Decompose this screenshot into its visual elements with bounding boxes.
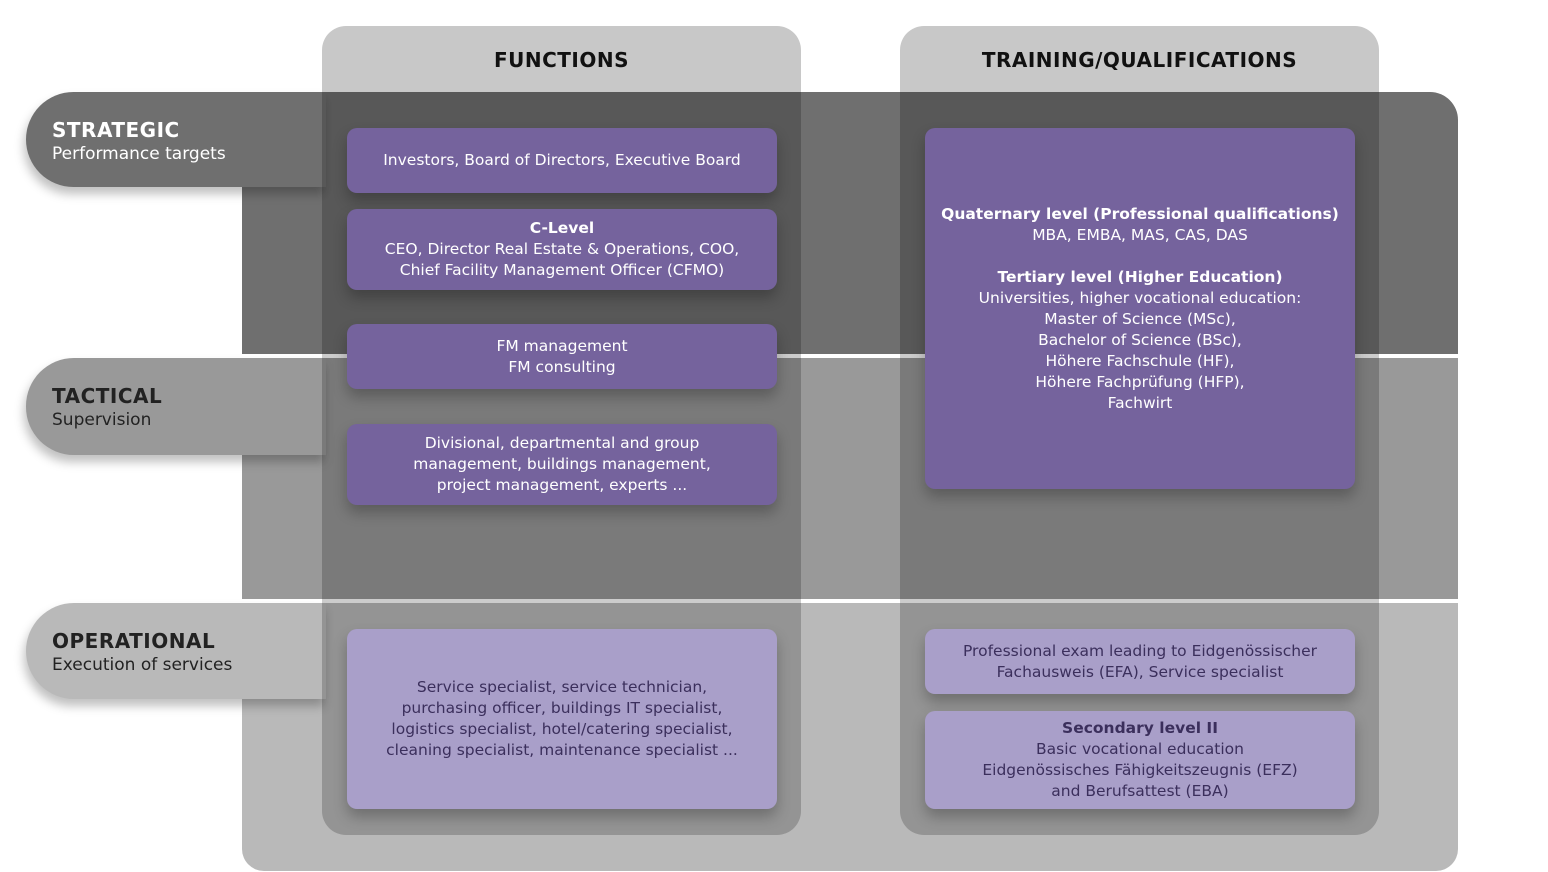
function-box-divisional: Divisional, departmental and group manag… <box>347 424 777 505</box>
level-title: STRATEGIC <box>52 118 180 142</box>
band-separator <box>242 599 1458 603</box>
level-title: OPERATIONAL <box>52 629 216 653</box>
functions-column-title: FUNCTIONS <box>493 48 630 72</box>
function-box-investors: Investors, Board of Directors, Executive… <box>347 128 777 193</box>
band-separator <box>242 354 1458 358</box>
training-box-professional-exam: Professional exam leading to Eidgenössis… <box>925 629 1355 694</box>
level-subtitle: Supervision <box>52 410 152 430</box>
box-text: Basic vocational education <box>1036 740 1244 758</box>
box-text: Eidgenössisches Fähigkeitszeugnis (EFZ) <box>982 761 1298 779</box>
level-title: TACTICAL <box>52 384 163 408</box>
box-text: project management, experts ... <box>436 476 688 494</box>
level-subtitle: Execution of services <box>52 655 233 675</box>
level-tab-tactical: TACTICAL Supervision <box>26 358 326 455</box>
box-text: FM consulting <box>508 357 616 376</box>
training-column-header: TRAINING/QUALIFICATIONS <box>900 26 1379 92</box>
box-text: management, buildings management, <box>413 455 711 473</box>
box-text: Master of Science (MSc), <box>1044 309 1236 328</box>
level-subtitle: Performance targets <box>52 144 226 164</box>
level-tab-operational: OPERATIONAL Execution of services <box>26 603 326 699</box>
box-text: Universities, higher vocational educatio… <box>978 288 1302 307</box>
function-box-clevel: C-Level CEO, Director Real Estate & Oper… <box>347 209 777 290</box>
box-text: MBA, EMBA, MAS, CAS, DAS <box>1032 225 1248 244</box>
box-title: Secondary level II <box>1062 719 1218 737</box>
box-text: Fachwirt <box>1107 393 1173 412</box>
box-text: Höhere Fachprüfung (HFP), <box>1035 372 1245 391</box>
box-text: and Berufsattest (EBA) <box>1051 782 1229 800</box>
function-box-fm: FM management FM consulting <box>347 324 777 389</box>
box-text: cleaning specialist, maintenance special… <box>386 741 738 759</box>
function-box-operational: Service specialist, service technician, … <box>347 629 777 809</box>
box-text: Service specialist, service technician, <box>416 678 708 696</box>
training-box-secondary: Secondary level II Basic vocational educ… <box>925 711 1355 809</box>
box-text: Professional exam leading to Eidgenössis… <box>962 641 1317 660</box>
box-text: Divisional, departmental and group <box>424 434 700 452</box>
box-text: Chief Facility Management Officer (CFMO) <box>399 261 725 279</box>
box-title: C-Level <box>529 219 595 237</box>
level-tab-strategic: STRATEGIC Performance targets <box>26 92 326 187</box>
box-text: logistics specialist, hotel/catering spe… <box>391 720 733 738</box>
box-text: FM management <box>496 336 628 355</box>
training-column-title: TRAINING/QUALIFICATIONS <box>981 48 1298 72</box>
functions-column-header: FUNCTIONS <box>322 26 801 92</box>
box-text: CEO, Director Real Estate & Operations, … <box>384 240 740 258</box>
box-text: Fachausweis (EFA), Service specialist <box>996 662 1284 681</box>
training-box-higher-education: Quaternary level (Professional qualifica… <box>925 128 1355 489</box>
box-text: Investors, Board of Directors, Executive… <box>383 151 741 169</box>
box-title: Quaternary level (Professional qualifica… <box>941 204 1339 223</box>
box-text: Bachelor of Science (BSc), <box>1038 330 1242 349</box>
box-text: Höhere Fachschule (HF), <box>1045 351 1235 370</box>
box-text: purchasing officer, buildings IT special… <box>401 699 723 717</box>
box-title: Tertiary level (Higher Education) <box>997 267 1283 286</box>
